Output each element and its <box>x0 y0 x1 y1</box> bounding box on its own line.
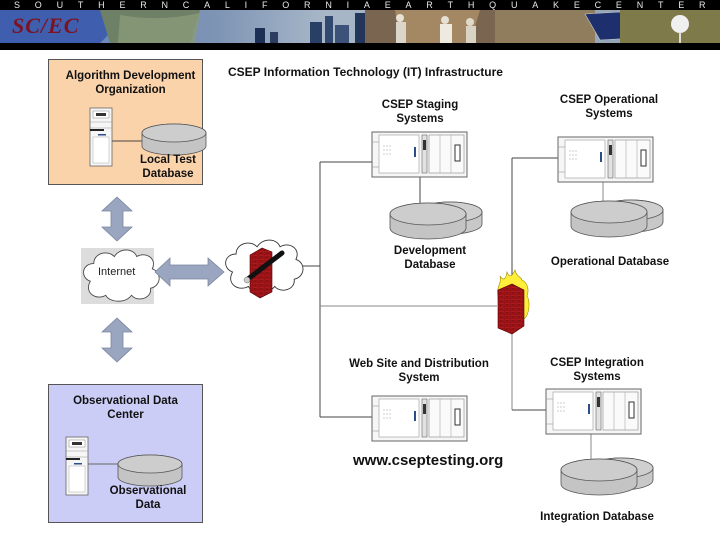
bidirectional-arrow-icon <box>154 257 225 287</box>
banner-letter: O <box>34 0 42 10</box>
operational-database-icon <box>570 199 664 238</box>
observational-server-icon <box>65 436 89 496</box>
banner-letter: T <box>447 0 454 10</box>
development-database-icon <box>389 201 483 240</box>
banner-letter: U <box>510 0 518 10</box>
banner-letter: S <box>14 0 21 10</box>
bidirectional-arrow-icon <box>101 196 133 242</box>
bidirectional-arrow-icon <box>101 317 133 363</box>
observational-data-label: Observational Data <box>109 485 187 511</box>
scec-logo: SC/EC <box>12 13 80 38</box>
integration-database-icon <box>560 457 654 496</box>
banner-letter: H <box>98 0 105 10</box>
banner-letter: T <box>657 0 664 10</box>
staging-systems-title: CSEP Staging Systems <box>381 99 459 125</box>
observational-center-title: Observational Data Center <box>73 395 178 421</box>
website-url-link[interactable]: www.cseptesting.org <box>353 452 504 469</box>
operational-systems-title: CSEP Operational Systems <box>559 94 659 120</box>
operational-database-label: Operational Database <box>550 256 670 268</box>
internet-label: Internet <box>98 266 136 278</box>
banner-letter: R <box>699 0 706 10</box>
local-test-database-label: Local Test Database <box>139 154 197 180</box>
banner-letter: R <box>426 0 433 10</box>
header-banner: S O U T H E R N C A L I F O R N I A E A R T H Q U A K E C E N T E R SC/EC <box>0 0 720 50</box>
banner-letter: I <box>244 0 248 10</box>
local-test-database-icon <box>141 123 207 156</box>
banner-letter: R <box>304 0 311 10</box>
banner-letter: Q <box>489 0 497 10</box>
algorithm-development-organization-box <box>48 59 203 185</box>
development-database-label: Development Database <box>393 245 467 271</box>
operational-server-icon <box>557 136 654 183</box>
banner-letter: L <box>224 0 230 10</box>
firewall-icon <box>243 247 285 299</box>
banner-letter: A <box>363 0 370 10</box>
banner-letter: E <box>615 0 622 10</box>
banner-letter: E <box>119 0 126 10</box>
flaming-firewall-icon <box>497 269 530 335</box>
staging-server-icon <box>371 131 468 178</box>
banner-letter: A <box>405 0 412 10</box>
algorithm-org-title: Algorithm Development Organization <box>65 70 196 96</box>
banner-letter: E <box>678 0 685 10</box>
banner-letter: I <box>346 0 350 10</box>
banner-letter: A <box>204 0 211 10</box>
banner-letter: N <box>636 0 644 10</box>
integration-database-label: Integration Database <box>540 511 654 523</box>
banner-letter: N <box>161 0 169 10</box>
banner-letter: N <box>325 0 332 10</box>
banner-letter: C <box>182 0 190 10</box>
banner-letter: A <box>532 0 539 10</box>
network-lines <box>78 140 604 465</box>
banner-photo-collage <box>0 10 720 43</box>
banner-letter: C <box>594 0 602 10</box>
banner-letter: H <box>467 0 475 10</box>
banner-letter: T <box>77 0 84 10</box>
observational-data-icon <box>117 454 183 487</box>
website-server-icon <box>371 395 468 442</box>
banner-letter: K <box>553 0 560 10</box>
banner-letter: R <box>140 0 147 10</box>
banner-letter: O <box>282 0 290 10</box>
diagram-title: CSEP Information Technology (IT) Infrast… <box>228 65 503 79</box>
integration-server-icon <box>545 388 642 435</box>
banner-letter: E <box>573 0 580 10</box>
banner-letter: U <box>56 0 64 10</box>
integration-systems-title: CSEP Integration Systems <box>550 357 644 383</box>
banner-letter: F <box>261 0 268 10</box>
local-server-icon <box>89 107 113 167</box>
banner-letter: E <box>384 0 391 10</box>
website-distribution-title: Web Site and Distribution System <box>349 358 489 384</box>
